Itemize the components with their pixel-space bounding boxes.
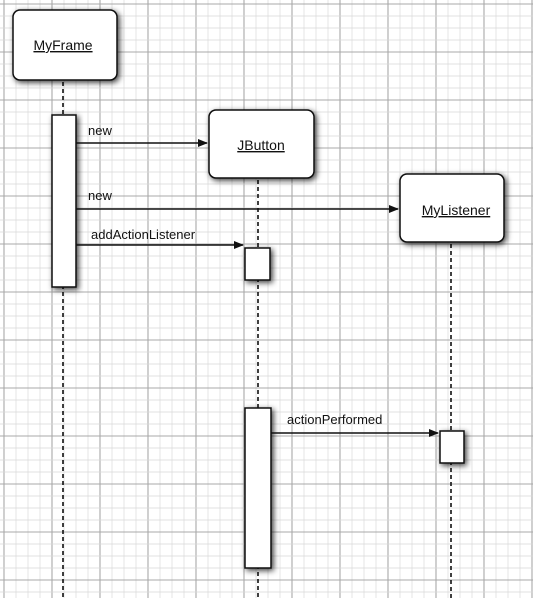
activation-bar-myframe bbox=[51, 114, 77, 288]
object-label-myframe: MyFrame bbox=[33, 37, 92, 53]
message-label: actionPerformed bbox=[287, 412, 382, 427]
object-label-jbutton: JButton bbox=[237, 137, 284, 153]
activation-bar-jbutton-action bbox=[244, 407, 272, 569]
message-label: addActionListener bbox=[91, 227, 196, 242]
object-jbutton: JButton bbox=[208, 109, 315, 179]
object-mylistener: MyListener bbox=[399, 173, 505, 243]
object-label-mylistener: MyListener bbox=[422, 202, 491, 218]
message-actionperformed: actionPerformed bbox=[271, 412, 439, 437]
object-myframe: MyFrame bbox=[12, 9, 118, 81]
message-new-jbutton: new bbox=[76, 123, 208, 147]
message-label: new bbox=[88, 123, 112, 138]
activation-bar-mylistener bbox=[439, 430, 465, 464]
message-addactionlistener: addActionListener bbox=[76, 227, 244, 249]
object-box bbox=[12, 9, 118, 81]
object-box bbox=[399, 173, 505, 243]
activation-bar-jbutton-add bbox=[244, 247, 271, 281]
message-new-mylistener: new bbox=[76, 188, 399, 213]
object-box bbox=[208, 109, 315, 179]
message-label: new bbox=[88, 188, 112, 203]
